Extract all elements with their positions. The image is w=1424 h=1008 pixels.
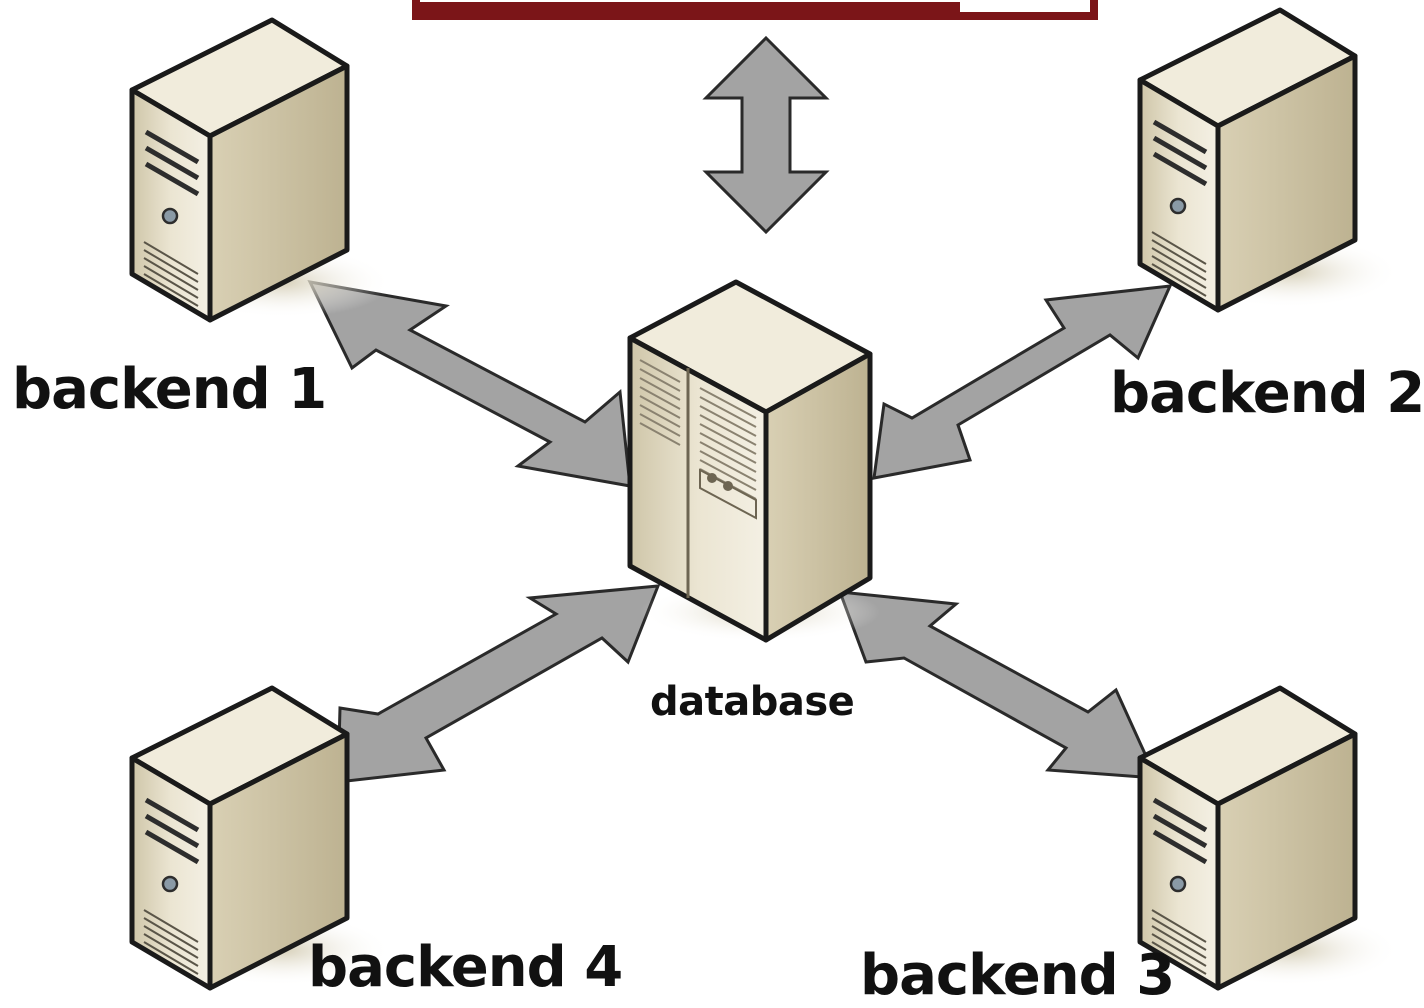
bidirectional-arrow-icon: [336, 584, 661, 784]
bidirectional-arrow-icon: [872, 284, 1173, 480]
backend-2-label: backend 2: [1110, 361, 1424, 426]
backend-3-label: backend 3: [860, 943, 1175, 1008]
server-icon: [129, 17, 392, 323]
backend-1-label: backend 1: [12, 357, 327, 422]
database-label: database: [650, 679, 855, 725]
server-icon: [1137, 685, 1400, 991]
bidirectional-arrow-icon: [702, 35, 830, 235]
backend-4-label: backend 4: [308, 935, 623, 1000]
database-server-icon: [627, 279, 880, 643]
bidirectional-arrow-icon: [837, 590, 1159, 780]
server-icon: [129, 685, 392, 991]
server-icon: [1137, 7, 1400, 313]
top-box: [412, 0, 1098, 20]
bidirectional-arrow-icon: [307, 280, 632, 488]
